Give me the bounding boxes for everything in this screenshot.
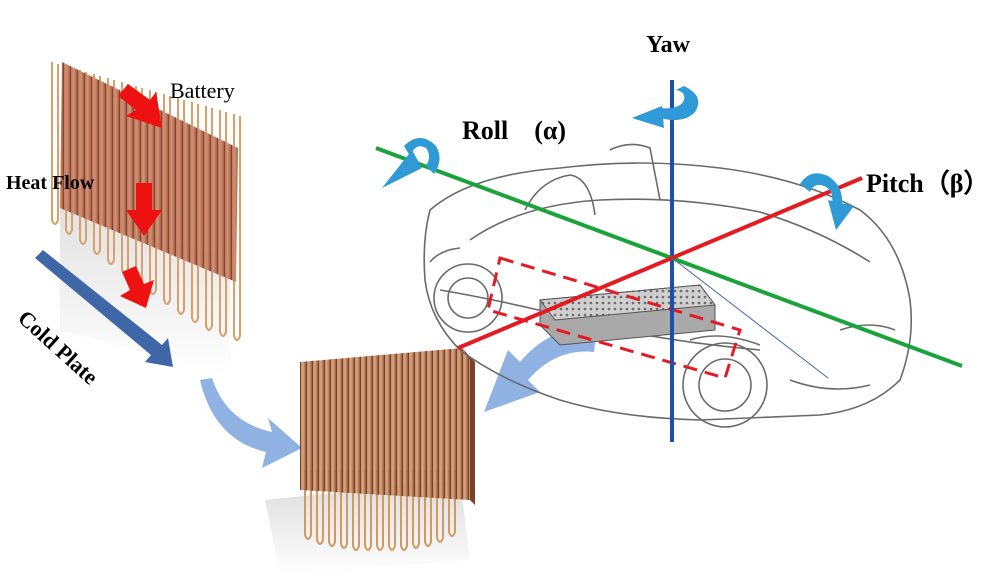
pitch-label: Pitch（β） — [866, 169, 990, 198]
rear-wheel — [433, 263, 503, 333]
pitch-axis — [457, 176, 863, 350]
yaw-label: Yaw — [646, 32, 691, 58]
transfer-arrow-left-icon — [200, 378, 302, 468]
car-outline-icon — [423, 143, 913, 428]
battery-label: Battery — [170, 78, 235, 103]
pitch-rotation-icon — [800, 173, 854, 230]
battery-arrow-icon — [118, 84, 162, 128]
front-hub — [698, 358, 752, 412]
roll-label: Roll (α) — [462, 116, 567, 145]
cold-plate-arrow-icon — [35, 250, 173, 367]
transfer-arrow-right-icon — [484, 330, 596, 412]
module-pipe-loops — [304, 470, 456, 551]
front-wheel — [682, 342, 768, 428]
module-side — [462, 348, 475, 505]
heat-flow-arrow-lower-icon — [120, 266, 154, 308]
roll-axis — [375, 146, 963, 368]
car-battery-pack — [539, 284, 716, 346]
module-cells — [300, 348, 470, 500]
heat-flow-arrow-icon — [126, 183, 162, 236]
diagonal-guide — [671, 257, 829, 379]
battery-cells — [60, 62, 238, 282]
roll-rotation-icon — [382, 138, 440, 188]
battery-module-left — [35, 62, 241, 375]
heat-pipe-loops — [51, 62, 241, 341]
yaw-rotation-icon — [632, 86, 699, 128]
battery-highlight-box — [486, 256, 742, 380]
rear-hub — [447, 277, 489, 319]
heat-flow-label: Heat Flow — [6, 172, 95, 194]
battery-module-center — [265, 348, 475, 575]
